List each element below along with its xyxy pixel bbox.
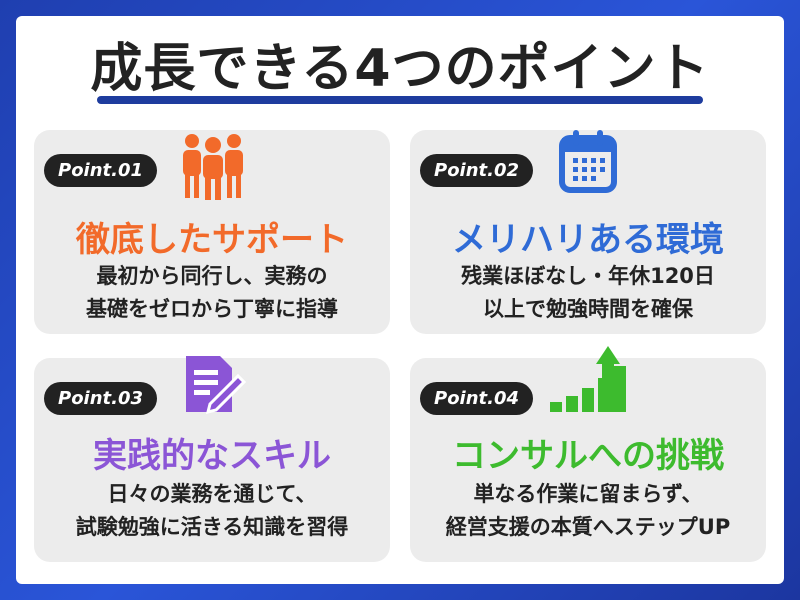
point-card-3: Point.03 実践的なスキル 日々の業務を通じて、 試験勉強に活きる知識を習… bbox=[34, 356, 390, 562]
point-card-4: Point.04 コンサルへの挑戦 単なる作業に留まらず、 経営支援の本質へステ… bbox=[410, 346, 766, 562]
description-line: 以上で勉強時間を確保 bbox=[483, 297, 693, 321]
point-badge: Point.03 bbox=[44, 382, 158, 415]
description-line: 基礎をゼロから丁寧に指導 bbox=[86, 297, 338, 321]
point-card-2: Point.02 メリハリある環境 残業ほぼなし・年休120日 以上で勉強時間を… bbox=[410, 130, 766, 334]
point-badge: Point.02 bbox=[420, 154, 534, 187]
growth-chart-icon bbox=[548, 344, 630, 422]
point-description: 日々の業務を通じて、 試験勉強に活きる知識を習得 bbox=[34, 478, 390, 544]
point-heading: メリハリある環境 bbox=[452, 220, 724, 260]
point-badge: Point.04 bbox=[420, 382, 534, 415]
point-heading: 実践的なスキル bbox=[93, 436, 331, 476]
point-heading: 徹底したサポート bbox=[76, 220, 348, 260]
point-description: 最初から同行し、実務の 基礎をゼロから丁寧に指導 bbox=[34, 260, 390, 326]
description-line: 日々の業務を通じて、 bbox=[107, 482, 317, 506]
page-title: 成長できる4つのポイント bbox=[90, 39, 710, 99]
point-badge: Point.01 bbox=[44, 154, 158, 187]
description-line: 単なる作業に留まらず、 bbox=[473, 482, 703, 506]
description-line: 最初から同行し、実務の bbox=[96, 264, 328, 288]
title-underline bbox=[97, 96, 703, 104]
point-card-1: Point.01 徹底したサポート 最初から同行し、実務の 基礎をゼロから丁寧に… bbox=[34, 130, 390, 334]
description-line: 残業ほぼなし・年休120日 bbox=[461, 264, 715, 288]
description-line: 経営支援の本質へステップUP bbox=[445, 515, 731, 539]
point-description: 単なる作業に留まらず、 経営支援の本質へステップUP bbox=[410, 478, 766, 544]
calendar-icon bbox=[558, 130, 618, 198]
edit-document-icon bbox=[180, 350, 247, 420]
point-description: 残業ほぼなし・年休120日 以上で勉強時間を確保 bbox=[410, 260, 766, 326]
people-icon bbox=[178, 132, 248, 204]
point-heading: コンサルへの挑戦 bbox=[452, 436, 724, 476]
description-line: 試験勉強に活きる知識を習得 bbox=[75, 515, 349, 539]
